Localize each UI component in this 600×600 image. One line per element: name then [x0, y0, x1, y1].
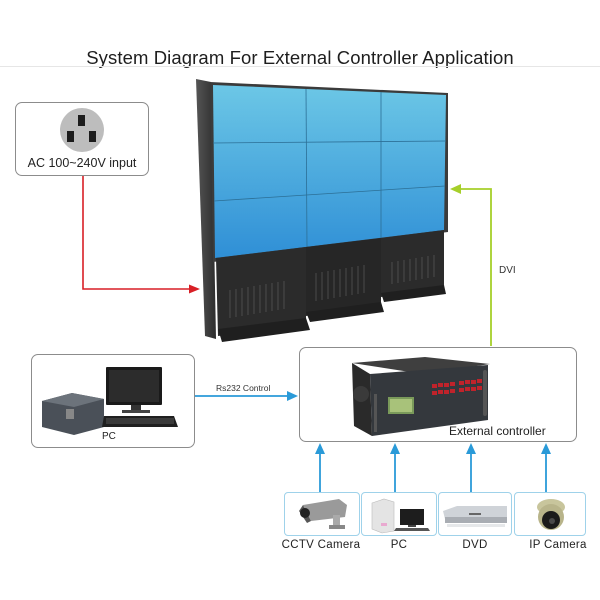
source-box-cctv [284, 492, 360, 536]
dome-camera-icon [537, 499, 565, 530]
rack-controller-icon [352, 357, 490, 436]
control-pc-label: PC [102, 431, 116, 442]
source-arrow-cctv [315, 443, 325, 492]
diagram-title: System Diagram For External Controller A… [86, 47, 514, 68]
source-box-dvd [438, 492, 512, 536]
desktop-pc-icon [42, 367, 178, 435]
control-pc-box: PC [31, 354, 195, 448]
rs232-label: Rs232 Control [216, 383, 271, 393]
source-label-pc: PC [390, 539, 408, 551]
title-divider [0, 66, 600, 67]
source-label-cctv: CCTV Camera [281, 539, 361, 551]
source-label-ipcam: IP Camera [529, 539, 587, 551]
source-arrow-dvd [466, 443, 476, 492]
dvd-player-icon [443, 506, 507, 527]
source-label-dvd: DVD [462, 539, 488, 551]
dvi-connection-arrow [450, 184, 492, 346]
desktop-pc-icon [371, 498, 430, 534]
power-connection-arrow [82, 174, 200, 294]
power-socket-icon [60, 108, 104, 152]
external-controller-box: External controller [299, 347, 577, 442]
power-input-box: AC 100~240V input [15, 102, 149, 176]
source-arrow-pc [390, 443, 400, 492]
rs232-connection-arrow [195, 391, 298, 401]
source-box-pc [361, 492, 437, 536]
source-arrow-ipcam [541, 443, 551, 492]
source-box-ipcam [514, 492, 586, 536]
dvi-label: DVI [499, 265, 516, 276]
external-controller-label: External controller [449, 424, 546, 438]
cctv-camera-icon [299, 499, 347, 529]
power-input-label: AC 100~240V input [27, 156, 137, 170]
